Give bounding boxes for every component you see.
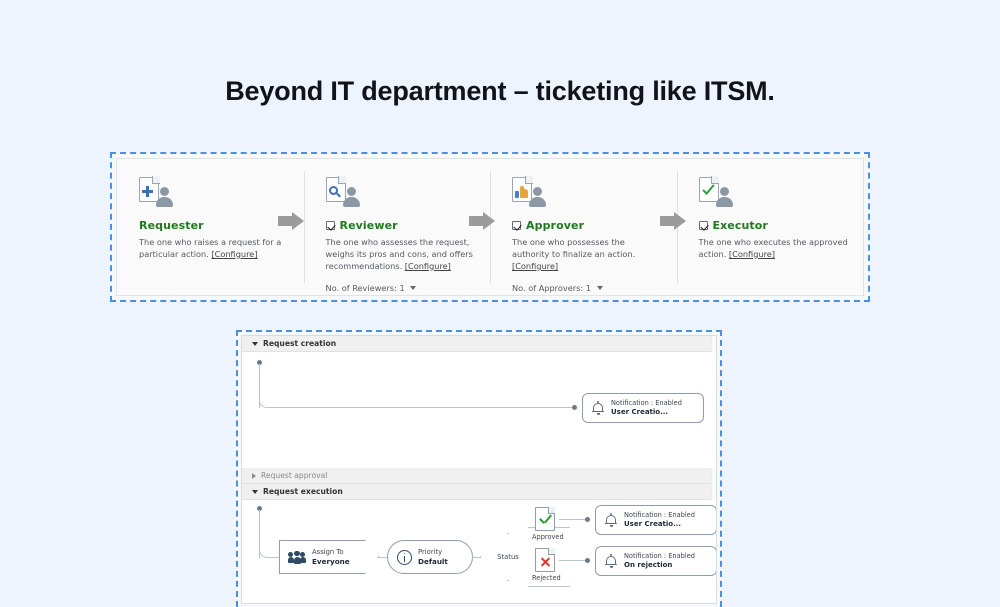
rejected-branch-label: Rejected [532, 574, 561, 582]
workflow-builder-panel: Request creation Notification : Enabled … [236, 330, 722, 607]
connector-horizontal-rejected [528, 586, 570, 588]
document-check-person-icon [698, 176, 733, 207]
role-description-text: The one who assesses the request, weighs… [325, 237, 473, 271]
section-header-request-execution[interactable]: Request execution [242, 484, 716, 500]
canvas-request-execution[interactable]: Assign To Everyone Priority Default Stat… [242, 500, 716, 603]
configure-link-reviewer[interactable]: [Configure] [404, 260, 451, 271]
notification-status: Notification : Enabled [624, 511, 695, 520]
priority-node[interactable]: Priority Default [387, 540, 473, 574]
connector-horizontal [377, 557, 389, 559]
reviewer-count[interactable]: No. of Reviewers: 1 [326, 283, 477, 293]
role-checkbox-approver[interactable] [512, 221, 521, 230]
right-arrow-icon [660, 212, 686, 230]
role-name-reviewer: Reviewer [339, 219, 398, 232]
vertical-scrollbar[interactable] [711, 336, 716, 603]
connector-horizontal [472, 557, 482, 559]
connector-horizontal [559, 519, 587, 521]
role-name-approver: Approver [526, 219, 585, 232]
canvas-request-creation[interactable]: Notification : Enabled User Creatio... [242, 352, 716, 468]
configure-link-approver[interactable]: [Configure] [512, 260, 559, 271]
role-description-executor: The one who executes the approved action… [699, 237, 850, 261]
section-label-request-approval: Request approval [261, 471, 328, 480]
document-redcross-icon [535, 547, 556, 572]
notification-status: Notification : Enabled [624, 552, 695, 561]
rejected-branch-icon[interactable]: Rejected [532, 547, 561, 582]
section-label-request-creation: Request creation [263, 339, 337, 348]
reviewer-count-label: No. of Reviewers: [325, 282, 397, 293]
role-card-requester[interactable]: Requester The one who raises a request f… [117, 159, 304, 295]
caret-down-icon[interactable] [252, 489, 258, 494]
role-card-reviewer[interactable]: Reviewer The one who assesses the reques… [303, 159, 491, 295]
role-description-text: The one who executes the approved action… [698, 237, 848, 259]
connector-horizontal [559, 560, 587, 562]
configure-link-executor[interactable]: [Configure] [728, 248, 775, 259]
assign-to-label: Assign To [312, 547, 344, 556]
approved-branch-icon[interactable]: Approved [532, 506, 564, 541]
right-arrow-icon [469, 212, 495, 230]
role-name-executor: Executor [712, 219, 768, 232]
document-search-person-icon [325, 176, 360, 207]
connector-endpoint-dot[interactable] [585, 517, 590, 522]
section-label-request-execution: Request execution [263, 487, 343, 496]
status-decision-label: Status [497, 553, 519, 561]
approver-count-value: 1 [585, 282, 591, 293]
document-greencheck-icon [535, 506, 556, 531]
page-title: Beyond IT department – ticketing like IT… [225, 76, 775, 106]
role-description-text: The one who raises a request for a parti… [139, 237, 282, 259]
info-circle-icon [397, 549, 412, 565]
connector-endpoint-dot[interactable] [585, 558, 590, 563]
role-description-text: The one who possesses the authority to f… [512, 237, 636, 259]
start-node-dot[interactable] [257, 506, 262, 511]
role-name-requester: Requester [139, 219, 204, 232]
connector-vertical [259, 510, 261, 558]
connector-endpoint-dot[interactable] [572, 405, 577, 410]
configure-link-requester[interactable]: [Configure] [211, 248, 258, 259]
status-decision-node[interactable]: Status [480, 533, 536, 581]
notification-status: Notification : Enabled [611, 399, 682, 408]
assign-to-value: Everyone [312, 556, 350, 566]
people-group-icon [287, 550, 306, 564]
chevron-down-icon[interactable] [410, 286, 417, 291]
role-description-requester: The one who raises a request for a parti… [139, 237, 290, 261]
role-description-reviewer: The one who assesses the request, weighs… [326, 237, 477, 273]
assign-to-node[interactable]: Assign To Everyone [279, 540, 379, 574]
notification-node-user-creation[interactable]: Notification : Enabled User Creatio... [582, 393, 704, 423]
section-header-request-approval[interactable]: Request approval [242, 468, 716, 484]
role-checkbox-reviewer[interactable] [325, 221, 335, 230]
document-thumbsup-person-icon [512, 176, 546, 207]
role-card-executor[interactable]: Executor The one who executes the approv… [676, 159, 864, 295]
reviewer-count-value: 1 [399, 282, 405, 293]
document-add-person-icon [139, 176, 173, 207]
approved-branch-label: Approved [532, 533, 564, 541]
right-arrow-icon [278, 212, 304, 230]
caret-down-icon[interactable] [252, 341, 258, 346]
bell-icon [605, 513, 617, 528]
connector-vertical [259, 364, 261, 408]
priority-label: Priority [418, 547, 443, 556]
bell-icon [592, 401, 604, 416]
approver-count-label: No. of Approvers: [512, 282, 584, 293]
notification-title: User Creatio... [611, 407, 669, 416]
role-description-approver: The one who possesses the authority to f… [512, 237, 663, 273]
role-card-approver[interactable]: Approver The one who possesses the autho… [490, 159, 677, 295]
notification-node-approved[interactable]: Notification : Enabled User Creatio... [595, 505, 716, 535]
section-header-request-creation[interactable]: Request creation [242, 336, 716, 352]
chevron-down-icon[interactable] [596, 286, 603, 291]
priority-value: Default [418, 556, 448, 566]
notification-node-rejected[interactable]: Notification : Enabled On rejection [595, 546, 716, 576]
role-configuration-panel: Requester The one who raises a request f… [110, 152, 870, 302]
connector-corner [259, 548, 269, 558]
connector-horizontal [268, 407, 574, 409]
approver-count[interactable]: No. of Approvers: 1 [512, 283, 663, 293]
role-checkbox-executor[interactable] [698, 221, 708, 230]
bell-icon [605, 554, 617, 569]
connector-corner [259, 398, 269, 408]
connector-horizontal [268, 557, 280, 559]
caret-right-icon[interactable] [252, 472, 256, 479]
notification-title: On rejection [624, 560, 673, 569]
start-node-dot[interactable] [257, 360, 262, 365]
notification-title: User Creatio... [624, 519, 682, 528]
